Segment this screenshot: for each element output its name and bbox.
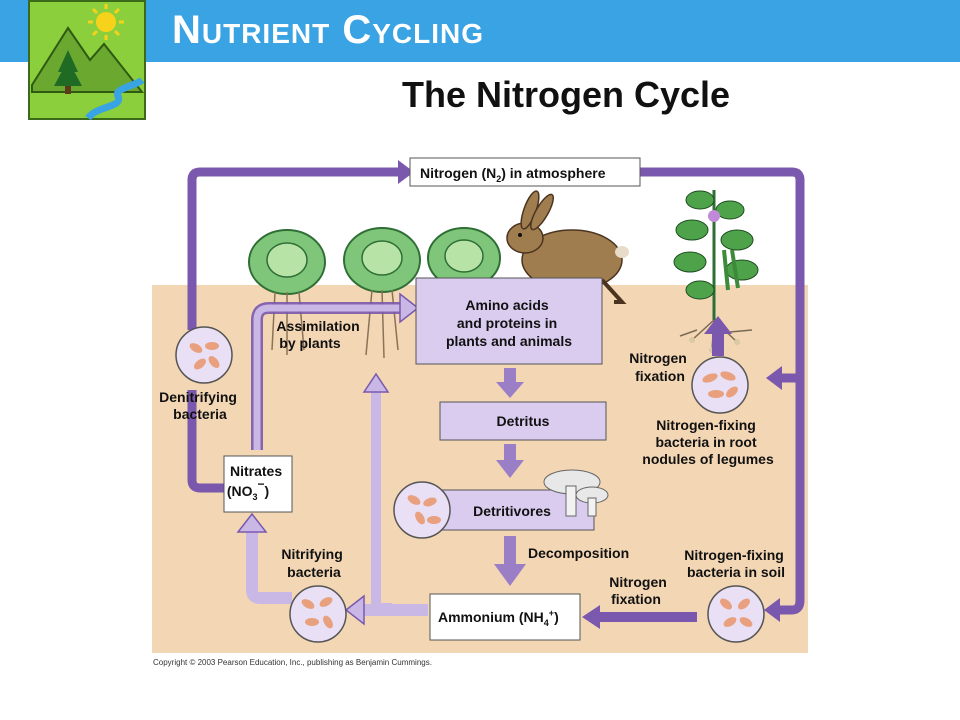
ammonium-label: Ammonium (NH4+) <box>438 608 559 628</box>
nitrogen-fixation-bottom-label: Nitrogen fixation <box>609 574 670 607</box>
nitrogen-fixation-top-label: Nitrogen fixation <box>629 350 690 384</box>
detritus-label: Detritus <box>497 413 550 429</box>
detritus-box <box>439 401 607 441</box>
mushroom-icon <box>543 469 609 517</box>
amino-acids-box <box>415 277 603 365</box>
slide-subtitle: The Nitrogen Cycle <box>401 74 731 115</box>
root-bacteria-label: Nitrogen-fixing bacteria in root nodules… <box>642 417 774 467</box>
decomposition-label: Decomposition <box>528 545 629 561</box>
nitrates-box <box>223 455 293 513</box>
atmosphere-box <box>409 157 641 187</box>
arrow-atmosphere-right <box>640 167 805 615</box>
detritivores-label: Detritivores <box>473 503 551 519</box>
legume-plant-icon <box>673 190 759 353</box>
slide-title: Nutrient Cycling <box>172 8 484 52</box>
bacteria-icon <box>393 481 451 539</box>
arrow-denitrification <box>187 167 400 330</box>
denitrifying-label: Denitrifying bacteria <box>159 389 241 422</box>
mountain-tree-logo-icon <box>28 0 146 120</box>
amino-acids-label: Amino acids and proteins in plants and a… <box>446 297 572 349</box>
ammonium-box <box>429 593 581 641</box>
nitrifying-label: Nitrifying bacteria <box>281 546 346 580</box>
bacteria-icon <box>707 585 765 643</box>
bacteria-icon <box>175 326 233 384</box>
atmosphere-label: Nitrogen (N2) in atmosphere <box>420 165 606 184</box>
bacteria-icon <box>691 356 749 414</box>
nitrogen-cycle-diagram: Nitrogen (N2) in atmosphere <box>152 157 808 653</box>
copyright-note: Copyright © 2003 Pearson Education, Inc.… <box>153 658 432 667</box>
cabbage-icon <box>343 227 421 359</box>
soil-bacteria-label: Nitrogen-fixing bacteria in soil <box>684 547 787 580</box>
title-banner <box>0 0 960 62</box>
assimilation-label: Assimilation by plants <box>276 318 363 351</box>
bacteria-icon <box>289 585 347 643</box>
nitrates-label: Nitrates (NO3−) <box>227 463 286 502</box>
